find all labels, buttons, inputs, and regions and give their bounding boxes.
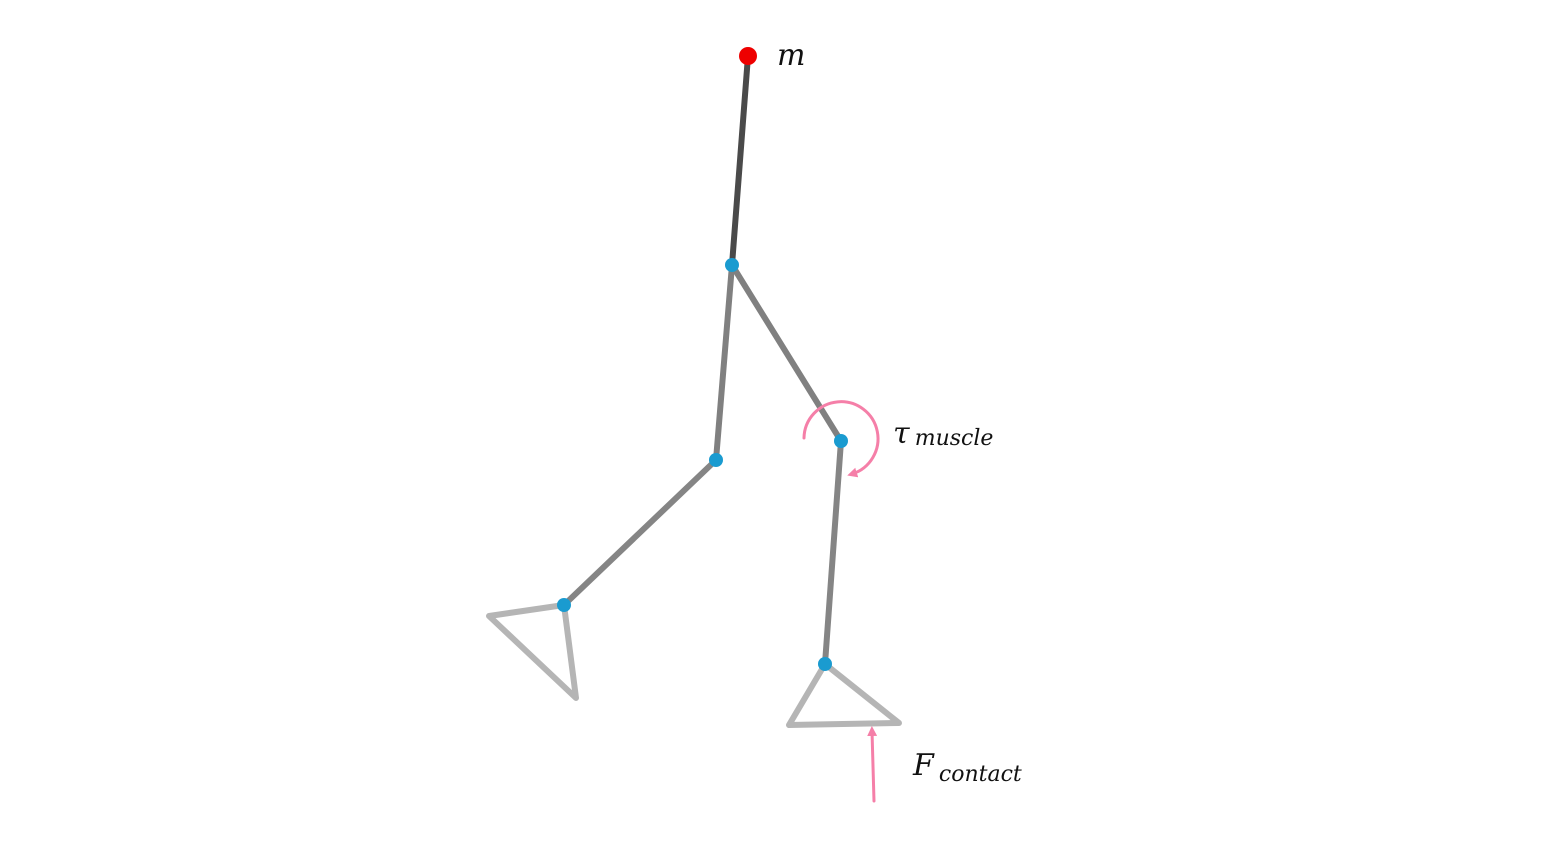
right-shank-segment [822,438,844,667]
torque-subscript: muscle [915,426,994,451]
mass-label: m [777,38,805,73]
contact-force-arrow [867,726,878,803]
hip-joint [725,258,739,272]
left-thigh-segment [713,262,735,463]
left-ankle-joint [557,598,571,612]
torque-label: τ muscle [893,416,993,451]
force-subscript: contact [939,762,1022,787]
right-knee-joint [834,434,848,448]
right-thigh-segment [729,262,844,444]
right-foot-segment [786,661,902,728]
left-foot-segment [486,602,579,701]
point-mass [739,47,757,65]
muscle-torque-arrow [802,400,880,478]
torque-symbol: τ [893,416,910,451]
force-label: F contact [912,748,1022,787]
trunk-segment [729,53,751,268]
force-symbol: F [912,748,935,783]
left-shank-segment [561,457,719,608]
right-ankle-joint [818,657,832,671]
left-knee-joint [709,453,723,467]
